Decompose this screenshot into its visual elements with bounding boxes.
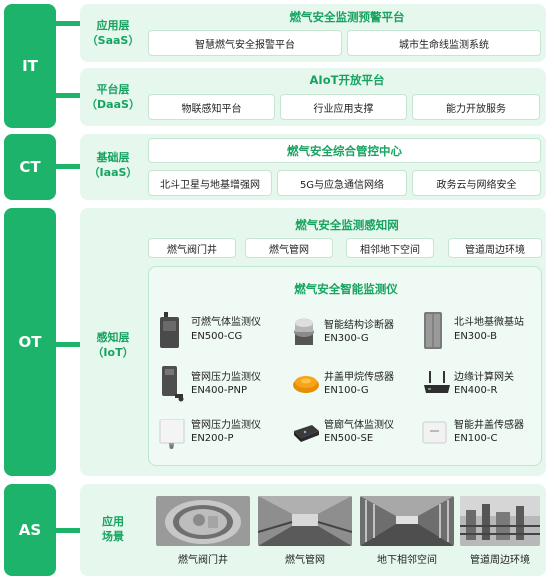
pressure-monitor-white-icon	[159, 419, 185, 449]
device-item: 管廊气体监测仪 EN500-SE	[292, 413, 420, 457]
saas-layer-label: 应用层 （SaaS）	[80, 18, 146, 48]
daas-layer-code: （DaaS）	[86, 98, 140, 111]
pipe-surroundings-photo	[460, 496, 540, 546]
structure-diagnoser-icon	[294, 318, 314, 345]
device-item: 管网压力监测仪 EN200-P	[159, 413, 287, 457]
daas-title: AIoT开放平台	[309, 73, 385, 87]
scene-caption: 地下相邻空间	[377, 555, 437, 566]
as-layer-name-1: 应用	[102, 515, 124, 528]
device-name: 井盖甲烷传感器	[324, 372, 394, 383]
corridor-gas-monitor-icon	[294, 425, 319, 442]
ct-title: 燃气安全综合管控中心	[287, 143, 402, 158]
ct-connector	[56, 164, 80, 169]
ct-panel: 基础层 （IaaS） 燃气安全综合管控中心 北斗卫星与地基增强网 5G与应急通信…	[80, 134, 546, 200]
saas-layer-name: 应用层	[96, 19, 130, 32]
ot-devices-title: 燃气安全智能监测仪	[294, 282, 398, 296]
manhole-cover-sensor-icon	[422, 421, 447, 444]
device-name: 可燃气体监测仪	[191, 317, 261, 328]
device-item: 边缘计算网关 EN400-R	[422, 363, 542, 407]
valve-well-photo	[156, 496, 250, 546]
ct-item-gov-cloud: 政务云与网络安全	[412, 170, 541, 196]
ot-layer-name: 感知层	[96, 331, 130, 344]
saas-item-alarm-platform: 智慧燃气安全报警平台	[148, 30, 342, 56]
device-model: EN500-CG	[191, 331, 243, 342]
ot-network-valve-well: 燃气阀门井	[148, 238, 236, 258]
device-model: EN300-B	[454, 331, 497, 342]
daas-item-industry-support: 行业应用支撑	[280, 94, 407, 120]
saas-layer-code: （SaaS）	[86, 34, 140, 47]
methane-sensor-icon	[293, 376, 319, 393]
device-item: 北斗地基微基站 EN300-B	[422, 310, 542, 354]
device-name: 北斗地基微基站	[454, 317, 524, 328]
ot-label: OT	[4, 208, 56, 476]
it-label: IT	[4, 4, 56, 128]
ot-panel: 感知层 （IoT） 燃气安全监测感知网 燃气阀门井 燃气管网 相邻地下空间 管道…	[80, 208, 546, 476]
ot-network-underground-space: 相邻地下空间	[346, 238, 434, 258]
daas-layer-label: 平台层 （DaaS）	[80, 82, 146, 112]
daas-item-iot-platform: 物联感知平台	[148, 94, 275, 120]
device-item: 管网压力监测仪 EN400-PNP	[159, 363, 287, 407]
ct-title-box: 燃气安全综合管控中心	[148, 138, 541, 163]
device-name: 管廊气体监测仪	[324, 420, 394, 431]
it-connector-daas	[56, 93, 80, 98]
scene-caption: 管道周边环境	[470, 555, 530, 566]
ot-connector	[56, 342, 80, 347]
device-model: EN500-SE	[324, 433, 374, 444]
device-model: EN200-P	[191, 433, 234, 444]
device-name: 管网压力监测仪	[191, 372, 261, 383]
saas-panel: 应用层 （SaaS） 燃气安全监测预警平台 智慧燃气安全报警平台 城市生命线监测…	[80, 4, 546, 62]
pipe-network-photo	[258, 496, 352, 546]
ct-layer-code: （IaaS）	[88, 166, 138, 179]
saas-title: 燃气安全监测预警平台	[289, 10, 405, 24]
daas-item-open-service: 能力开放服务	[412, 94, 540, 120]
device-model: EN300-G	[324, 333, 369, 344]
device-name: 管网压力监测仪	[191, 420, 261, 431]
ct-layer-label: 基础层 （IaaS）	[80, 150, 146, 180]
it-connector-saas	[56, 21, 80, 26]
as-layer-label: 应用 场景	[80, 514, 146, 544]
gas-detector-icon	[160, 312, 179, 348]
device-item: 井盖甲烷传感器 EN100-G	[292, 363, 420, 407]
ot-network-pipe-surroundings: 管道周边环境	[448, 238, 542, 258]
device-name: 智能结构诊断器	[324, 320, 394, 331]
edge-gateway-icon	[424, 371, 450, 393]
underground-space-photo	[360, 496, 454, 546]
scene-caption: 燃气阀门井	[178, 555, 228, 566]
ot-devices-panel: 燃气安全智能监测仪 可燃气体监测仪 EN500-CG 智能结构诊断器 EN300…	[148, 266, 542, 466]
as-panel: 应用 场景 燃气阀门井 燃气管网 地下相邻空间	[80, 484, 546, 576]
ot-layer-code: （IoT）	[92, 346, 134, 359]
daas-layer-name: 平台层	[96, 83, 130, 96]
daas-panel: 平台层 （DaaS） AIoT开放平台 物联感知平台 行业应用支撑 能力开放服务	[80, 68, 546, 126]
device-item: 智能结构诊断器 EN300-G	[292, 310, 420, 354]
as-label: AS	[4, 484, 56, 576]
ct-label: CT	[4, 134, 56, 200]
device-item: 可燃气体监测仪 EN500-CG	[159, 310, 287, 354]
device-model: EN400-PNP	[191, 385, 248, 396]
ct-layer-name: 基础层	[96, 151, 130, 164]
as-connector	[56, 528, 80, 533]
device-model: EN100-C	[454, 433, 498, 444]
as-layer-name-2: 场景	[102, 530, 124, 543]
device-item: 智能井盖传感器 EN100-C	[422, 413, 542, 457]
saas-item-lifeline-system: 城市生命线监测系统	[347, 30, 541, 56]
ct-item-beidou: 北斗卫星与地基增强网	[148, 170, 272, 196]
pressure-monitor-icon	[162, 366, 184, 402]
scene-caption: 燃气管网	[285, 555, 325, 566]
ot-network-pipe: 燃气管网	[245, 238, 333, 258]
device-name: 边缘计算网关	[454, 372, 514, 383]
device-model: EN100-G	[324, 385, 369, 396]
ot-layer-label: 感知层 （IoT）	[80, 330, 146, 360]
ct-item-5g: 5G与应急通信网络	[277, 170, 407, 196]
base-station-icon	[424, 312, 442, 349]
device-name: 智能井盖传感器	[454, 420, 524, 431]
ot-network-title: 燃气安全监测感知网	[295, 218, 399, 232]
device-model: EN400-R	[454, 385, 498, 396]
